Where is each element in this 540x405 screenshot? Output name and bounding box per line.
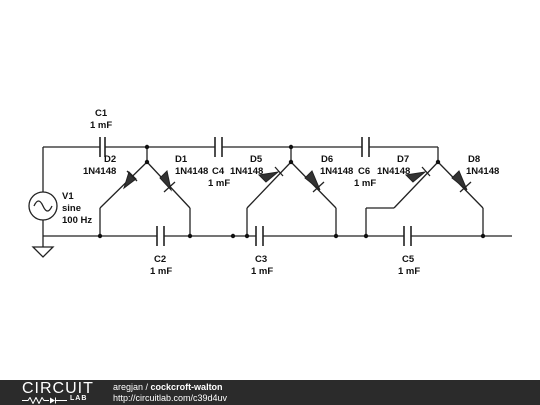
d6-model: 1N4148 — [320, 166, 353, 177]
capacitor-c1 — [99, 137, 106, 157]
d5-model: 1N4148 — [230, 166, 263, 177]
c6-value: 1 mF — [354, 178, 376, 189]
diode-d7 — [365, 161, 439, 236]
d7-model: 1N4148 — [377, 166, 410, 177]
d2-name: D2 — [104, 154, 116, 165]
diode-d8 — [437, 161, 484, 236]
capacitor-c4 — [214, 137, 223, 157]
c1-name: C1 — [95, 108, 108, 119]
logo-wordmark-bottom: LAB — [70, 395, 88, 402]
circuit-url-link[interactable]: http://circuitlab.com/c39d4uv — [113, 393, 228, 403]
c5-name: C5 — [402, 254, 415, 265]
v1-freq: 100 Hz — [62, 215, 92, 226]
footer-bar: CIRCUIT LAB aregjan / cockcroft-walton h… — [0, 380, 540, 405]
capacitor-c3 — [255, 226, 264, 246]
diode-d5 — [246, 161, 292, 236]
ground-symbol — [31, 246, 55, 258]
credit-line: aregjan / cockcroft-walton — [113, 382, 227, 393]
diode-d1 — [146, 161, 191, 236]
node-stubs — [146, 147, 439, 162]
capacitor-c2 — [156, 226, 165, 246]
c3-name: C3 — [255, 254, 267, 265]
junction-dots — [97, 144, 486, 239]
d6-name: D6 — [321, 154, 333, 165]
d5-name: D5 — [250, 154, 263, 165]
d2-model: 1N4148 — [83, 166, 116, 177]
c6-name: C6 — [358, 166, 370, 177]
c1-value: 1 mF — [90, 120, 112, 131]
c2-value: 1 mF — [150, 266, 172, 277]
resistor-diode-icon — [22, 397, 67, 404]
c4-name: C4 — [212, 166, 225, 177]
d7-name: D7 — [397, 154, 409, 165]
diode-d2 — [99, 161, 148, 236]
logo-wordmark-top: CIRCUIT — [22, 380, 94, 397]
c3-value: 1 mF — [251, 266, 273, 277]
circuit-schematic: C1 1 mF C4 1 mF C6 1 mF C2 1 mF C3 1 mF … — [28, 108, 512, 277]
author-link[interactable]: aregjan — [113, 382, 144, 392]
circuitlab-logo[interactable]: CIRCUIT LAB — [0, 380, 100, 405]
diode-d6 — [290, 161, 337, 236]
d1-model: 1N4148 — [175, 166, 208, 177]
d1-name: D1 — [175, 154, 188, 165]
credit-separator: / — [143, 382, 151, 392]
c2-name: C2 — [154, 254, 166, 265]
circuit-credit: aregjan / cockcroft-walton http://circui… — [113, 382, 227, 404]
c4-value: 1 mF — [208, 178, 230, 189]
circuit-title-link[interactable]: cockcroft-walton — [150, 382, 223, 392]
d8-model: 1N4148 — [466, 166, 499, 177]
capacitor-c5 — [403, 226, 412, 246]
capacitor-c6 — [361, 137, 370, 157]
d8-name: D8 — [468, 154, 480, 165]
v1-name: V1 — [62, 191, 74, 202]
c5-value: 1 mF — [398, 266, 420, 277]
v1-type: sine — [62, 203, 81, 214]
sine-source-v1 — [28, 147, 58, 247]
